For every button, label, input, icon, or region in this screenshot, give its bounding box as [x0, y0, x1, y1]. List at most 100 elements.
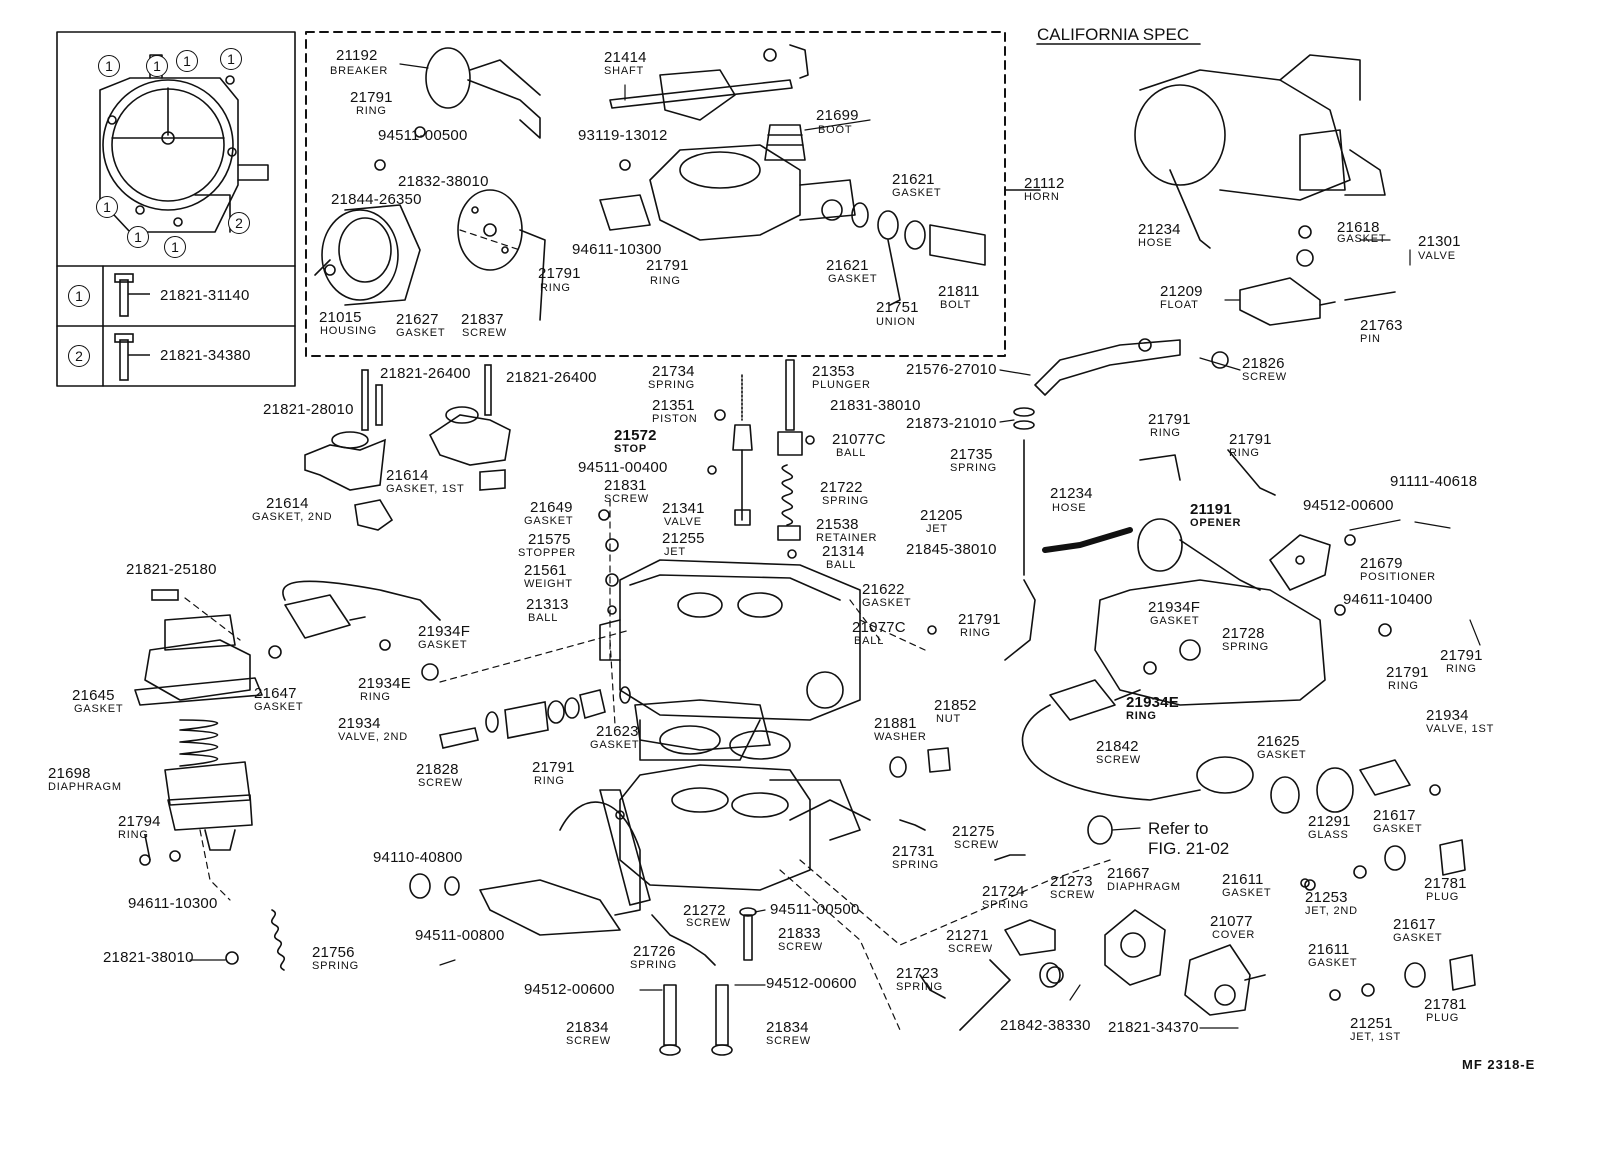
lever-21576	[1034, 338, 1181, 396]
part-name-21791-r1: RING	[1150, 427, 1181, 439]
part-label-21934F-r: 21934F	[1148, 599, 1201, 616]
part-label-21667: 21667	[1107, 865, 1150, 882]
part-label-21756: 21756	[312, 944, 355, 961]
housing-part	[314, 204, 421, 306]
part-label-21234-top: 21234	[1138, 221, 1181, 238]
part-label-21112: 21112	[1024, 175, 1065, 192]
inset-marker-1: 1	[176, 50, 198, 72]
part-name-21015: HOUSING	[320, 325, 377, 337]
part-label-94511-00800: 94511-00800	[415, 927, 505, 944]
part-label-21833: 21833	[778, 925, 821, 942]
part-label-21614-2nd: 21614	[266, 495, 309, 512]
part-name-21112: HORN	[1024, 191, 1060, 203]
part-label-21934-1st: 21842	[1096, 738, 1139, 755]
part-label-21191: 21191	[1190, 501, 1232, 518]
part-name-21724: SPRING	[982, 899, 1029, 911]
part-label-21791-r2: 21791	[1229, 431, 1272, 448]
part-label-21728: 21728	[1222, 625, 1265, 642]
part-name-21679: POSITIONER	[1360, 571, 1436, 583]
california-spec-heading: CALIFORNIA SPEC	[1037, 25, 1190, 44]
part-label-21834-r: 21834	[766, 1019, 809, 1036]
part-name-21731: SPRING	[892, 859, 939, 871]
part-name-21621-top: GASKET	[892, 187, 942, 199]
part-label-21791-r4: 21791	[1386, 664, 1429, 681]
part-name-21301: VALVE	[1418, 250, 1456, 262]
legend-part-1: 21821-31140	[160, 287, 250, 304]
inset-marker-1: 1	[127, 226, 149, 248]
part-name-21205: JET	[926, 523, 948, 535]
part-label-21271: 21271	[946, 927, 989, 944]
leader-lines	[184, 229, 1111, 1031]
part-label-94611-10300-l: 94611-10300	[128, 895, 218, 912]
part-name-21728: SPRING	[1222, 641, 1269, 653]
part-name-21831: SCREW	[604, 493, 649, 505]
valve-2nd-part	[282, 580, 441, 639]
part-name-21611-a: GASKET	[1222, 887, 1272, 899]
part-label-21272: 21272	[683, 902, 726, 919]
part-label-21934-2nd: 21934	[338, 715, 381, 732]
part-label-21234-mid: 21234	[1050, 485, 1093, 502]
part-name-21234-top: HOSE	[1138, 237, 1173, 249]
part-label-21791-mid-b: 21791	[646, 257, 689, 274]
carburetor-body	[599, 559, 861, 761]
part-label-21828: 21828	[416, 761, 459, 778]
part-name-21313: BALL	[528, 612, 559, 624]
springs	[270, 819, 1026, 999]
part-name-21622: GASKET	[862, 597, 912, 609]
label-leaders	[189, 63, 1481, 1029]
part-label-94511-00500-b: 94511-00500	[770, 901, 860, 918]
diaphragm-cover-assembly	[959, 909, 1266, 1031]
part-name-21538: RETAINER	[816, 532, 878, 544]
part-label-21821-25180: 21821-25180	[126, 561, 217, 578]
part-label-21832-38010: 21832-38010	[398, 173, 489, 190]
inset-marker-1: 1	[220, 48, 242, 70]
part-label-21826: 21826	[1242, 355, 1285, 372]
part-name-21781-b: PLUG	[1426, 1012, 1460, 1024]
part-name-21791-r3: RING	[1446, 663, 1477, 675]
throttle-lever	[599, 789, 651, 906]
glass-gasket-part	[1196, 756, 1411, 814]
part-name-21735: SPRING	[950, 462, 997, 474]
part-label-21301: 21301	[1418, 233, 1461, 250]
part-name-21611-b: GASKET	[1308, 957, 1358, 969]
part-label-21934F-l: 21934F	[418, 623, 471, 640]
part-name-21763: PIN	[1360, 333, 1381, 345]
part-label-94611-10300-top: 94611-10300	[572, 241, 662, 258]
part-name-21791-mid-b: RING	[650, 275, 681, 287]
part-name-21575: STOPPER	[518, 547, 576, 559]
part-name-21275: SCREW	[954, 839, 999, 851]
refer-line-2: FIG. 21-02	[1148, 839, 1230, 858]
part-label-21253: 21253	[1305, 889, 1348, 906]
part-label-21015: 21015	[319, 309, 362, 326]
part-label-94511-00400: 94511-00400	[578, 459, 668, 476]
part-label-94512-00600-bl: 94512-00600	[524, 981, 615, 998]
inset-carburetor-top-view	[99, 54, 269, 233]
float-part	[1239, 277, 1396, 326]
part-name-21625: GASKET	[1257, 749, 1307, 761]
part-label-21618: 21618	[1337, 219, 1380, 236]
part-label-21873-21010: 21873-21010	[906, 415, 997, 432]
part-label-21341: 21341	[662, 500, 705, 517]
part-label-21831: 21831	[604, 477, 647, 494]
part-label-94511-00500-top: 94511-00500	[378, 127, 468, 144]
part-label-21837: 21837	[461, 311, 504, 328]
part-label-21575: 21575	[528, 531, 571, 548]
part-label-21251: 21251	[1350, 1015, 1393, 1032]
part-name-21698: DIAPHRAGM	[48, 781, 122, 793]
part-label-94110-40800: 94110-40800	[373, 849, 463, 866]
part-label-21811: 21811	[938, 283, 980, 300]
part-label-21722: 21722	[820, 479, 863, 496]
part-label-21791-bl: 21791	[532, 759, 575, 776]
part-label-21791-r3: 21791	[1440, 647, 1483, 664]
part-name-21191: OPENER	[1190, 517, 1242, 529]
inset-marker-1: 1	[146, 55, 168, 77]
diaphragm-stack	[134, 614, 263, 851]
part-label-21763: 21763	[1360, 317, 1403, 334]
part-label-21781-a: 21781	[1424, 875, 1467, 892]
plunger-column	[732, 359, 803, 541]
union-bolt-part	[851, 202, 986, 306]
part-name-21791-bl: RING	[534, 775, 565, 787]
part-label-21077C-a: 21077C	[832, 431, 886, 448]
part-label-21625: 21625	[1257, 733, 1300, 750]
part-label-21622: 21622	[862, 581, 905, 598]
